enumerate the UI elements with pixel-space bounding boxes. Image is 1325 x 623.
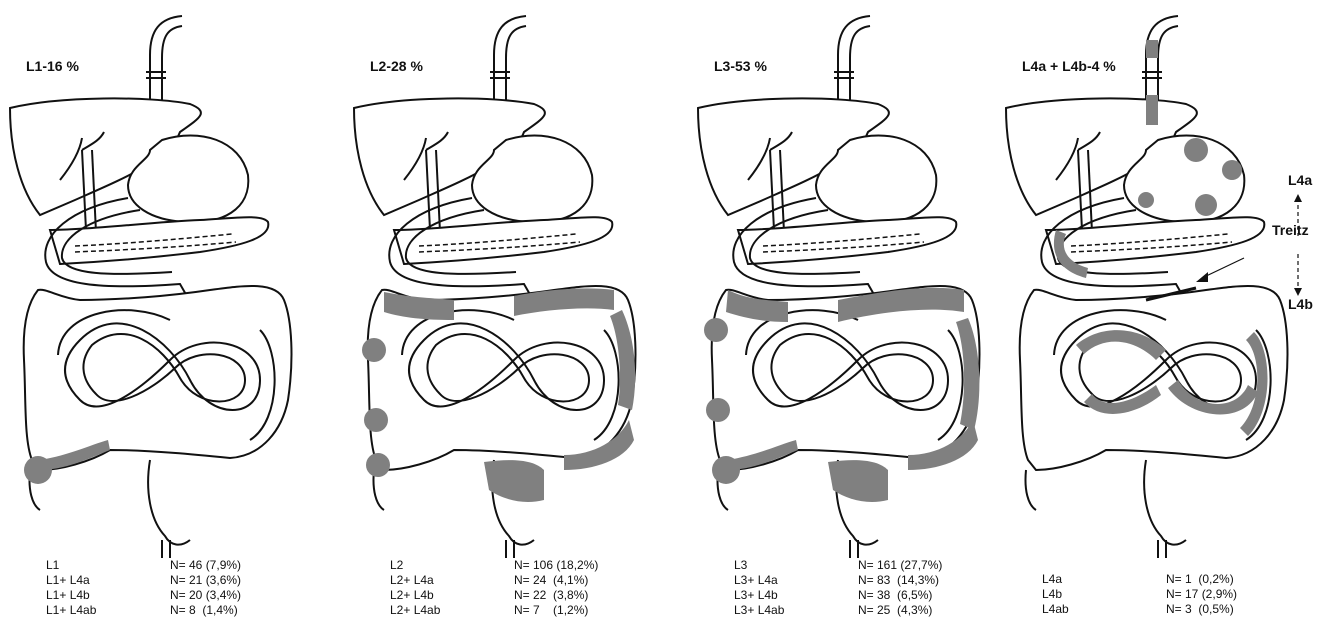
label-treitz: Treitz [1272,222,1309,238]
panel-title: L2-28 % [370,58,423,74]
row-value: N= 38 (6,5%) [858,588,932,603]
treitz-arrowhead-icon [1196,272,1208,282]
row-value: N= 46 (7,9%) [170,558,241,573]
row-label: L3+ L4ab [734,603,858,618]
row-label: L2 [390,558,514,573]
row-label: L1+ L4a [46,573,170,588]
panel-l3: L3-53 % L3N= 161 (27,7%) L3+ L4aN= 83 (1… [688,0,1018,623]
lesion-colon [362,338,386,362]
stats-row: L2N= 106 (18,2%) [390,558,598,573]
row-label: L3+ L4a [734,573,858,588]
row-value: N= 8 (1,4%) [170,603,238,618]
panel-l1: L1-16 % L1N= 46 (7,9%) L1+ L4aN= 21 (3,6… [0,0,330,623]
panel-title: L1-16 % [26,58,79,74]
arrow-down-icon [1294,288,1302,296]
row-label: L4a [1042,572,1166,587]
label-l4a: L4a [1288,172,1312,188]
stats-row: L1+ L4aN= 21 (3,6%) [46,573,241,588]
row-label: L4b [1042,587,1166,602]
stats-row: L3+ L4aN= 83 (14,3%) [734,573,942,588]
stats-table: L2N= 106 (18,2%) L2+ L4aN= 24 (4,1%) L2+… [390,558,598,618]
row-value: N= 20 (3,4%) [170,588,241,603]
row-label: L1 [46,558,170,573]
lesion-stomach [1138,192,1154,208]
row-value: N= 25 (4,3%) [858,603,932,618]
lesion-colon [704,318,728,342]
row-value: N= 17 (2,9%) [1166,587,1237,602]
stats-row: L4abN= 3 (0,5%) [1042,602,1237,617]
stats-row: L3+ L4bN= 38 (6,5%) [734,588,942,603]
row-label: L1+ L4b [46,588,170,603]
stats-table: L3N= 161 (27,7%) L3+ L4aN= 83 (14,3%) L3… [734,558,942,618]
stats-row: L3N= 161 (27,7%) [734,558,942,573]
stats-row: L2+ L4bN= 22 (3,8%) [390,588,598,603]
gi-tract-diagram-l2 [344,0,674,560]
panel-l4: L4a + L4b-4 % L4a Treitz L4b L4aN= 1 (0,… [996,0,1325,623]
treitz-arrow [1202,258,1244,278]
row-value: N= 161 (27,7%) [858,558,942,573]
lesion-cecum [712,456,740,484]
panel-l2: L2-28 % L2N= 106 (18,2%) L2+ L4aN= 24 (4… [344,0,674,623]
row-value: N= 106 (18,2%) [514,558,598,573]
row-value: N= 3 (0,5%) [1166,602,1234,617]
stats-row: L1+ L4abN= 8 (1,4%) [46,603,241,618]
lesion-cecum [24,456,52,484]
row-value: N= 7 (1,2%) [514,603,588,618]
stats-row: L3+ L4abN= 25 (4,3%) [734,603,942,618]
label-l4b: L4b [1288,296,1313,312]
row-label: L2+ L4b [390,588,514,603]
stats-table: L1N= 46 (7,9%) L1+ L4aN= 21 (3,6%) L1+ L… [46,558,241,618]
gi-tract-diagram-l3 [688,0,1018,560]
row-label: L4ab [1042,602,1166,617]
stats-row: L1N= 46 (7,9%) [46,558,241,573]
stats-row: L2+ L4aN= 24 (4,1%) [390,573,598,588]
row-value: N= 24 (4,1%) [514,573,588,588]
lesion-esophagus [1146,40,1158,58]
lesion-stomach [1222,160,1242,180]
row-label: L2+ L4a [390,573,514,588]
row-value: N= 22 (3,8%) [514,588,588,603]
arrow-up-icon [1294,194,1302,202]
lesion-stomach [1184,138,1208,162]
row-label: L2+ L4ab [390,603,514,618]
panel-title: L3-53 % [714,58,767,74]
stats-row: L4bN= 17 (2,9%) [1042,587,1237,602]
gi-tract-diagram-l4 [996,0,1325,560]
row-value: N= 1 (0,2%) [1166,572,1234,587]
gi-tract-diagram-l1 [0,0,330,560]
stats-row: L4aN= 1 (0,2%) [1042,572,1237,587]
row-value: N= 21 (3,6%) [170,573,241,588]
lesion-colon [366,453,390,477]
stats-row: L1+ L4bN= 20 (3,4%) [46,588,241,603]
lesion-colon [706,398,730,422]
row-label: L3 [734,558,858,573]
panel-title: L4a + L4b-4 % [1022,58,1116,74]
row-value: N= 83 (14,3%) [858,573,939,588]
row-label: L1+ L4ab [46,603,170,618]
lesion-colon [364,408,388,432]
row-label: L3+ L4b [734,588,858,603]
stats-row: L2+ L4abN= 7 (1,2%) [390,603,598,618]
lesion-stomach [1195,194,1217,216]
stats-table: L4aN= 1 (0,2%) L4bN= 17 (2,9%) L4abN= 3 … [1042,572,1237,617]
lesion-esophagus [1146,95,1158,125]
